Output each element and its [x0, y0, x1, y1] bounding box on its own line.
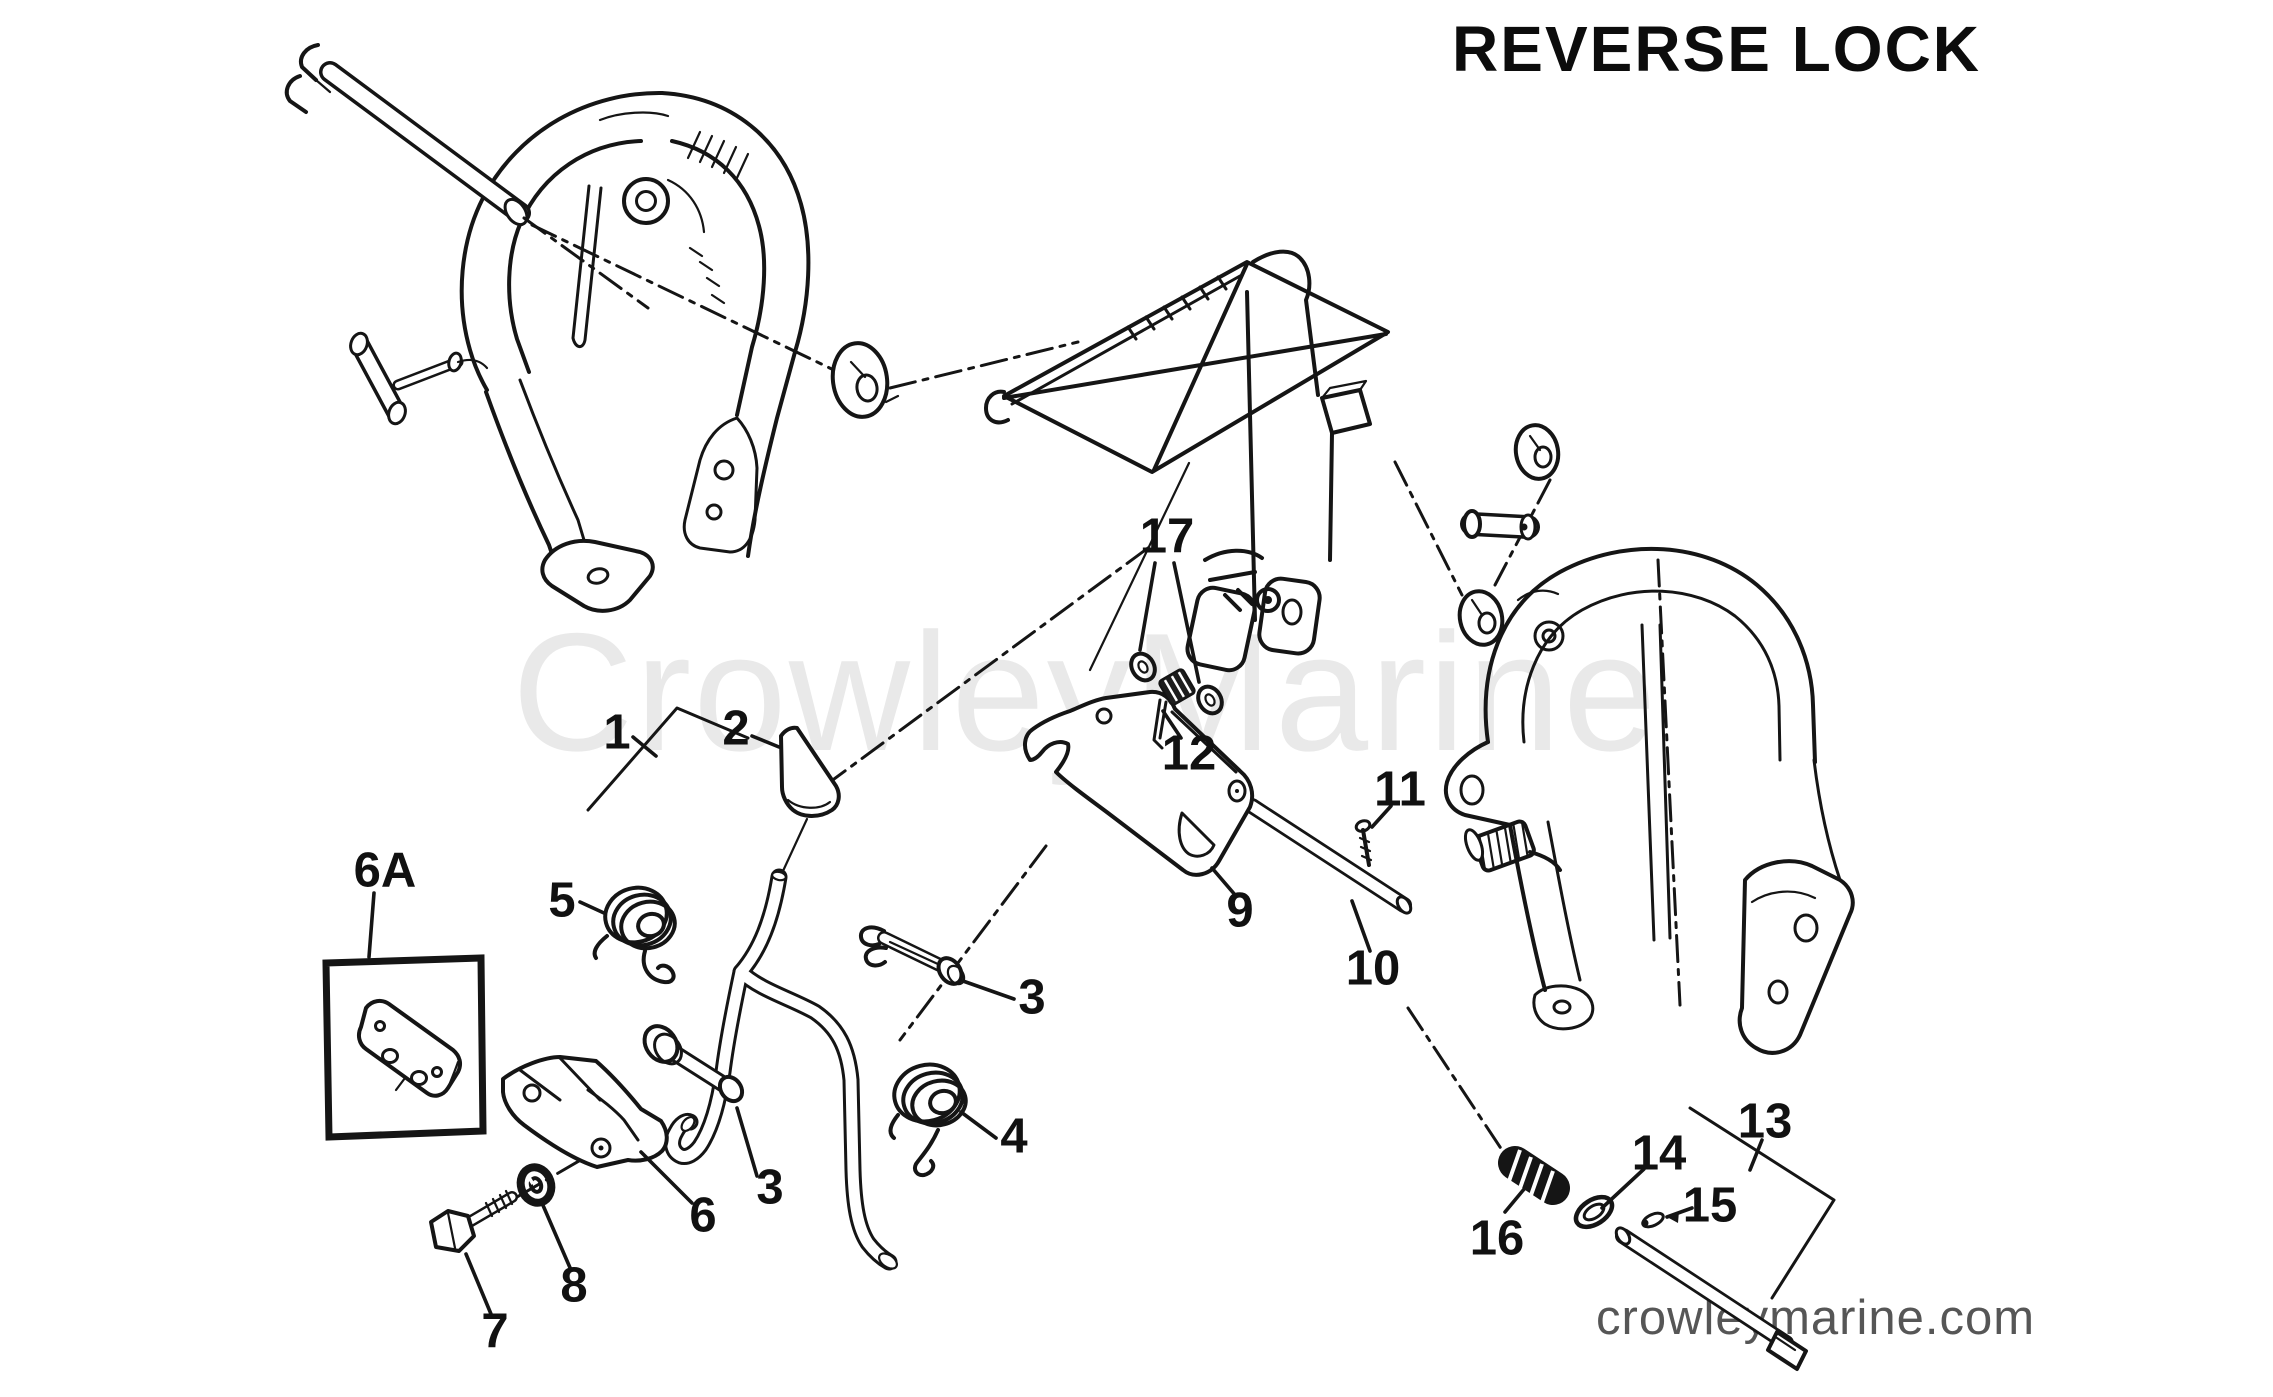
callout-8: 8 — [560, 1258, 588, 1313]
torsion-spring-4 — [888, 1062, 968, 1178]
washer-spacer-group — [1129, 651, 1373, 867]
clip-pin — [859, 925, 966, 986]
left-clamp-bracket — [349, 90, 811, 613]
callout-10: 10 — [1345, 941, 1401, 996]
callout-3-3: 3 — [756, 1160, 784, 1215]
bottom-right-group — [1498, 1106, 1836, 1371]
callout-2: 2 — [722, 701, 750, 756]
callout-5: 5 — [548, 873, 576, 928]
swivel-bracket-assembly — [984, 249, 1561, 673]
lock-lever-assembly — [586, 706, 898, 1271]
diagram-title: REVERSE LOCK — [1452, 13, 1981, 85]
clevis-pin — [642, 1024, 745, 1104]
callout-13: 13 — [1737, 1094, 1793, 1149]
callout-4: 4 — [1000, 1109, 1028, 1164]
callout-16: 16 — [1469, 1211, 1525, 1266]
callout-3-2: 3 — [1018, 970, 1046, 1025]
reverse-lock-hook-and-rod — [1023, 689, 1413, 915]
callout-15: 15 — [1682, 1178, 1738, 1233]
callout-12: 12 — [1161, 726, 1217, 781]
latch-bracket — [501, 1055, 669, 1169]
right-clamp-bracket — [1444, 546, 1855, 1055]
callout-11: 11 — [1374, 762, 1426, 817]
tilt-tube — [284, 43, 650, 310]
callout-6A: 6A — [353, 843, 417, 898]
thrust-washer-left — [830, 341, 900, 419]
callout-14: 14 — [1631, 1126, 1687, 1181]
inset-box-6a — [322, 954, 487, 1141]
watermark-url-text: crowleymarine.com — [1596, 1291, 2036, 1345]
callout-6: 6 — [689, 1188, 717, 1243]
callout-9: 9 — [1226, 883, 1254, 938]
callout-1: 1 — [603, 705, 631, 760]
torsion-spring-5 — [592, 885, 677, 985]
callout-7: 7 — [481, 1304, 509, 1359]
callout-leaders — [367, 561, 1694, 1316]
callout-17: 17 — [1139, 509, 1195, 564]
bolt-7 — [429, 1189, 518, 1253]
